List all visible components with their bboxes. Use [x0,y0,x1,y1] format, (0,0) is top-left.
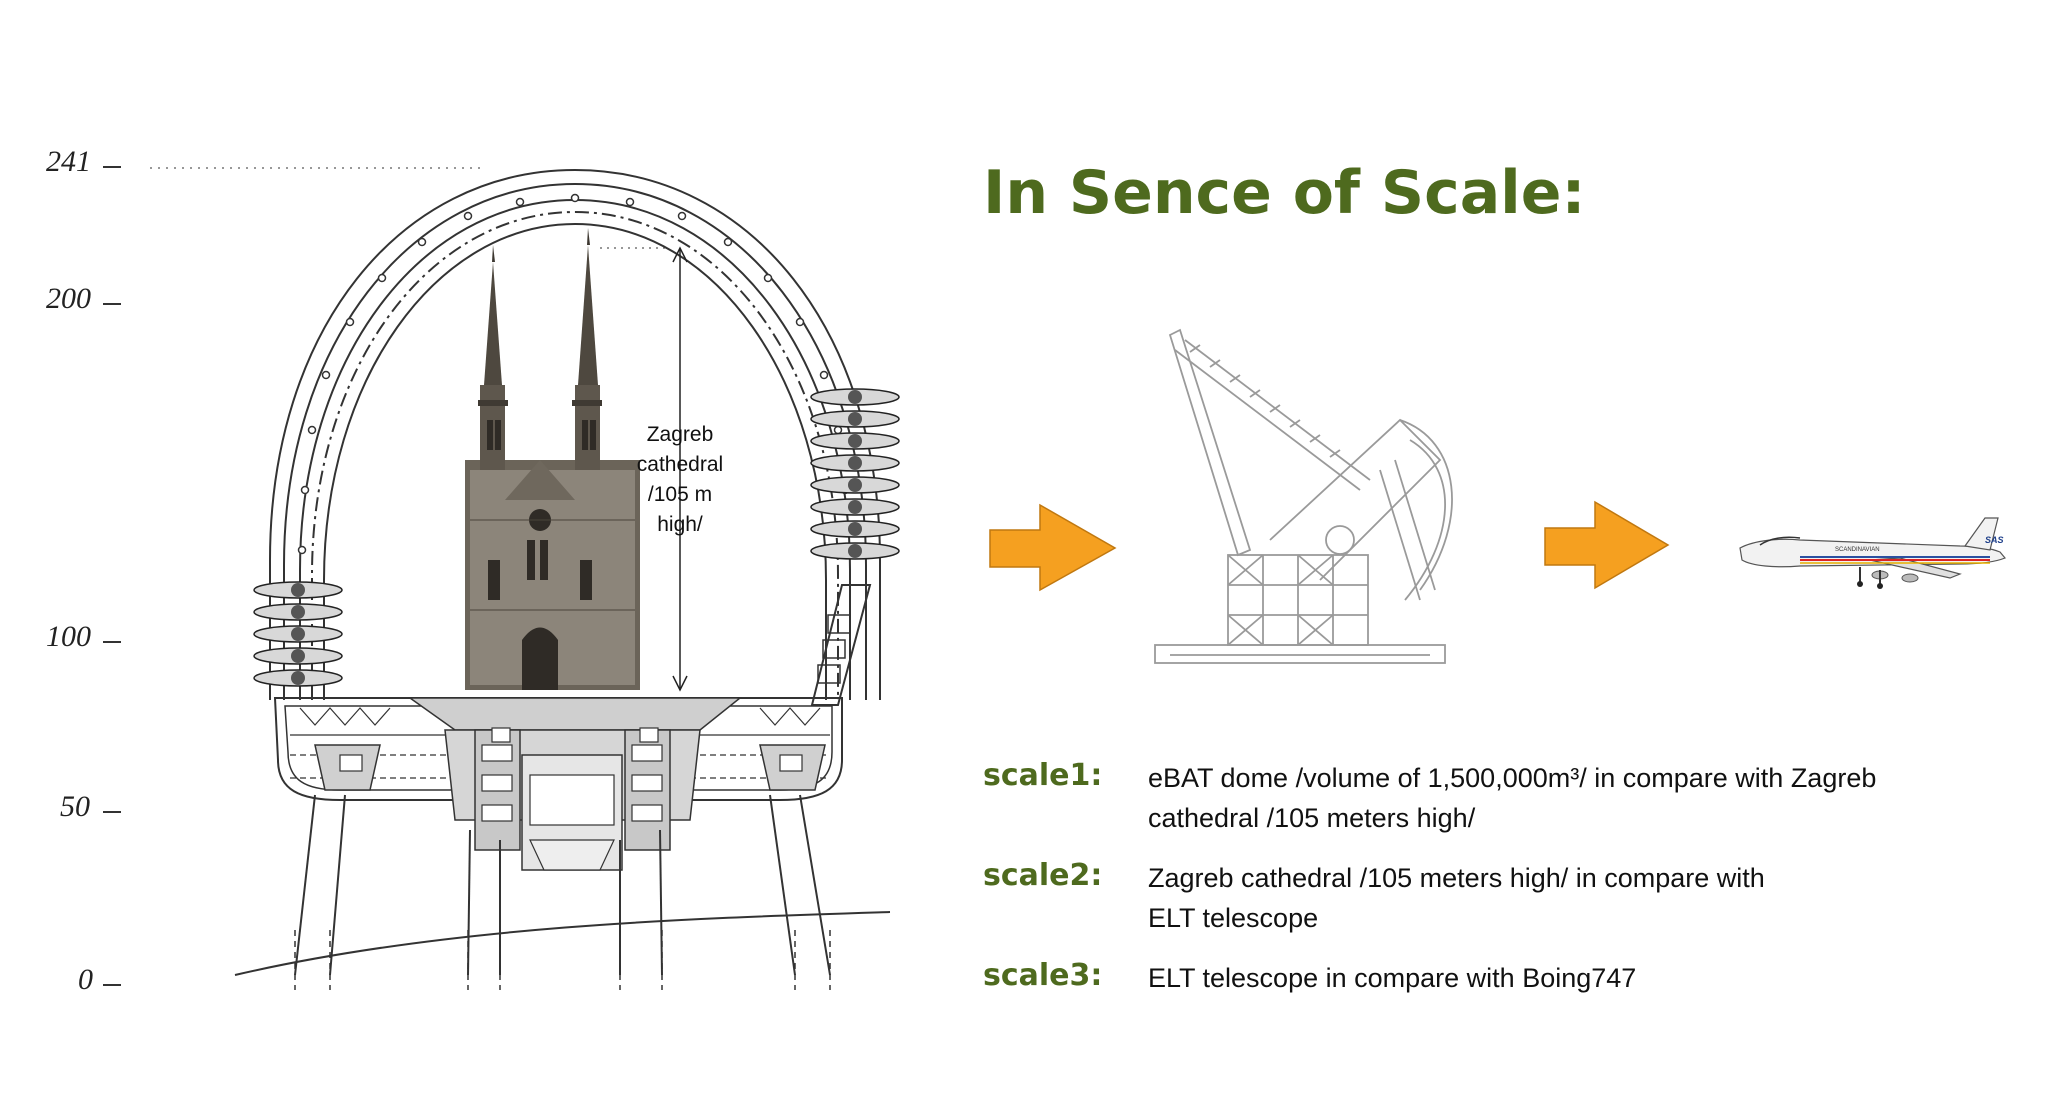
scale-label-50: 50 [60,790,90,823]
description-line: eBAT dome /volume of 1,500,000m³/ in com… [1148,763,1877,793]
scale3-label: scale3: [983,958,1103,993]
scale-label-100: 100 [46,620,91,653]
arrow-right-icon [1544,500,1670,590]
scale-tick [103,984,121,986]
scale-tick [103,303,121,305]
scale2-description: Zagreb cathedral /105 meters high/ in co… [1148,858,1928,938]
cathedral-note-line: high/ [657,513,703,536]
scale-label-200: 200 [46,282,91,315]
cathedral-note: Zagreb cathedral /105 m high/ [620,420,740,540]
svg-text:SAS: SAS [1985,535,2004,545]
cathedral-note-line: Zagreb [646,423,714,446]
cathedral-note-line: /105 m [647,483,713,506]
scale-label-241: 241 [46,145,91,178]
scale-tick [103,641,121,643]
svg-text:SCANDINAVIAN: SCANDINAVIAN [1835,547,1880,553]
airplane-icon: SAS SCANDINAVIAN [1739,517,2006,589]
description-line: ELT telescope in compare with Boing747 [1148,963,1637,993]
scale-tick [103,166,121,168]
scale3-description: ELT telescope in compare with Boing747 [1148,958,1928,998]
scale1-description: eBAT dome /volume of 1,500,000m³/ in com… [1148,758,1928,838]
page-title: In Sence of Scale: [983,158,1586,228]
description-line: Zagreb cathedral /105 meters high/ in co… [1148,863,1765,893]
cathedral-note-line: cathedral [636,453,724,476]
telescope-drawing [1154,328,1453,664]
scale-tick [103,811,121,813]
description-line: ELT telescope [1148,903,1319,933]
arrow-right-icon [989,503,1117,592]
scale-label-0: 0 [78,963,93,996]
scale2-label: scale2: [983,858,1103,893]
cathedral-drawing [465,228,640,690]
description-line: cathedral /105 meters high/ [1148,803,1476,833]
scale1-label: scale1: [983,758,1103,793]
